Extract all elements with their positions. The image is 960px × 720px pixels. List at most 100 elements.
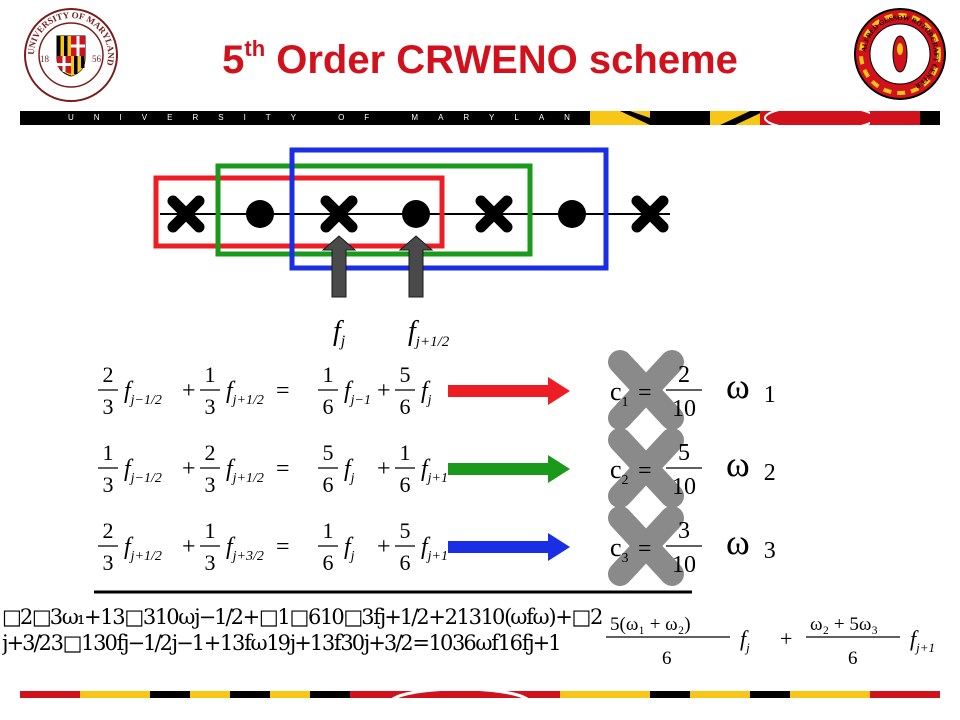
- term1-denominator: 6: [662, 648, 672, 669]
- cross-icon: [320, 195, 358, 233]
- fraction-denominator: 6: [400, 394, 411, 419]
- fraction-numerator: 2: [205, 440, 216, 465]
- term2-numerator: ω₂ + 5ω₃: [810, 614, 878, 635]
- maryland-band-top: UNIVERSITY OF MARYLAND: [20, 111, 940, 125]
- plus-sign: +: [377, 378, 391, 404]
- arrow-icon: [448, 533, 570, 561]
- stencil-box-red: [153, 175, 445, 249]
- fraction-denominator: 3: [205, 394, 216, 419]
- combined-equation-garbled: □2 □3 ω₁ + 1 3 □ 3 10 ω j−1/2 + □ 1 □ 6 …: [2, 605, 602, 655]
- svg-text:=: =: [638, 458, 652, 484]
- f-term: fj: [344, 534, 355, 564]
- fraction-numerator: 1: [323, 518, 334, 543]
- weight-coefficient: c2 = 5 10: [608, 428, 702, 508]
- fraction-numerator: 1: [323, 362, 334, 387]
- dot-icon: [402, 200, 430, 228]
- fraction-numerator: 5: [400, 518, 411, 543]
- fraction-denominator: 3: [205, 550, 216, 575]
- stencil-box-green: [215, 163, 533, 257]
- fraction-numerator: 5: [400, 362, 411, 387]
- weight-coefficient: c1 = 2 10: [608, 350, 702, 430]
- c-denominator: 10: [672, 474, 696, 500]
- c-label: c3: [610, 533, 629, 566]
- label-fj-half: fj+1/2: [408, 316, 450, 350]
- fraction-denominator: 3: [103, 550, 114, 575]
- dot-icon: [246, 200, 274, 228]
- university-seal-logo: UNIVERSITY OF MARYLAND 18 56: [24, 8, 118, 102]
- fraction-numerator: 2: [103, 362, 114, 387]
- rotorcraft-center-logo: ALFRED GESSOW ROTORCRAFT CENTER: [854, 8, 946, 100]
- c-label: c2: [610, 455, 629, 488]
- maryland-band-bottom: [20, 688, 940, 698]
- c-denominator: 10: [672, 552, 696, 578]
- term1-f: fj: [740, 626, 750, 655]
- fraction-denominator: 6: [323, 550, 334, 575]
- fraction-denominator: 6: [400, 550, 411, 575]
- fraction-numerator: 1: [205, 518, 216, 543]
- fraction-denominator: 6: [323, 472, 334, 497]
- band-lettering: UNIVERSITY OF MARYLAND: [68, 113, 616, 122]
- plus-sign: +: [377, 456, 391, 482]
- equals-sign: =: [276, 456, 290, 482]
- equals-sign: =: [276, 378, 290, 404]
- cross-icon: [631, 195, 669, 233]
- f-term: fj: [421, 378, 432, 408]
- plus-sign: +: [182, 534, 196, 560]
- f-term: fj+1: [421, 534, 448, 564]
- f-term: fj+3/2: [226, 534, 264, 564]
- fraction-numerator: 1: [400, 440, 411, 465]
- c-label: c1: [610, 377, 629, 410]
- c-numerator: 5: [678, 440, 690, 466]
- cross-icon: [475, 195, 513, 233]
- equals-sign: =: [276, 534, 290, 560]
- combined-equation-terms: 5(ω₁ + ω₂) 6 fj + ω₂ + 5ω₃ 6 fj+1: [606, 614, 935, 669]
- arrow-icon: [448, 377, 570, 405]
- arrow-fj-half: [398, 235, 434, 298]
- dot-icon: [558, 200, 586, 228]
- fraction-denominator: 3: [205, 472, 216, 497]
- stencil-diagram: fj fj+1/2: [153, 147, 670, 350]
- f-term: fj−1/2: [124, 456, 162, 486]
- f-term: fj−1/2: [124, 378, 162, 408]
- c-numerator: 3: [678, 518, 690, 544]
- svg-text:18: 18: [40, 54, 50, 64]
- fraction-denominator: 3: [103, 472, 114, 497]
- plus-sign: +: [377, 534, 391, 560]
- fraction-denominator: 6: [400, 472, 411, 497]
- weight-coefficient: c3 = 3 10: [608, 506, 702, 586]
- f-term: fj: [344, 456, 355, 486]
- cross-icon: [167, 195, 205, 233]
- page-title: 5th Order CRWENO scheme: [222, 36, 738, 82]
- f-term: fj+1/2: [226, 456, 264, 486]
- f-term: fj+1/2: [124, 534, 162, 564]
- fraction-numerator: 1: [205, 362, 216, 387]
- fraction-denominator: 3: [103, 394, 114, 419]
- term2-denominator: 6: [848, 648, 858, 669]
- plus-sign: +: [780, 626, 792, 651]
- arrow-fj: [321, 235, 357, 298]
- f-term: fj+1/2: [226, 378, 264, 408]
- c-denominator: 10: [672, 396, 696, 422]
- plus-sign: +: [182, 378, 196, 404]
- svg-text:56: 56: [92, 54, 102, 64]
- fraction-numerator: 5: [323, 440, 334, 465]
- c-numerator: 2: [678, 362, 690, 388]
- f-term: fj+1: [421, 456, 448, 486]
- arrow-icon: [448, 455, 570, 483]
- svg-text:=: =: [638, 536, 652, 562]
- term1-numerator: 5(ω₁ + ω₂): [610, 614, 691, 635]
- f-term: fj−1: [344, 378, 371, 408]
- stencil-box-blue: [289, 147, 609, 271]
- fraction-denominator: 6: [323, 394, 334, 419]
- fraction-numerator: 2: [103, 518, 114, 543]
- label-fj: fj: [333, 316, 346, 350]
- svg-text:=: =: [638, 380, 652, 406]
- term2-f: fj+1: [910, 626, 935, 655]
